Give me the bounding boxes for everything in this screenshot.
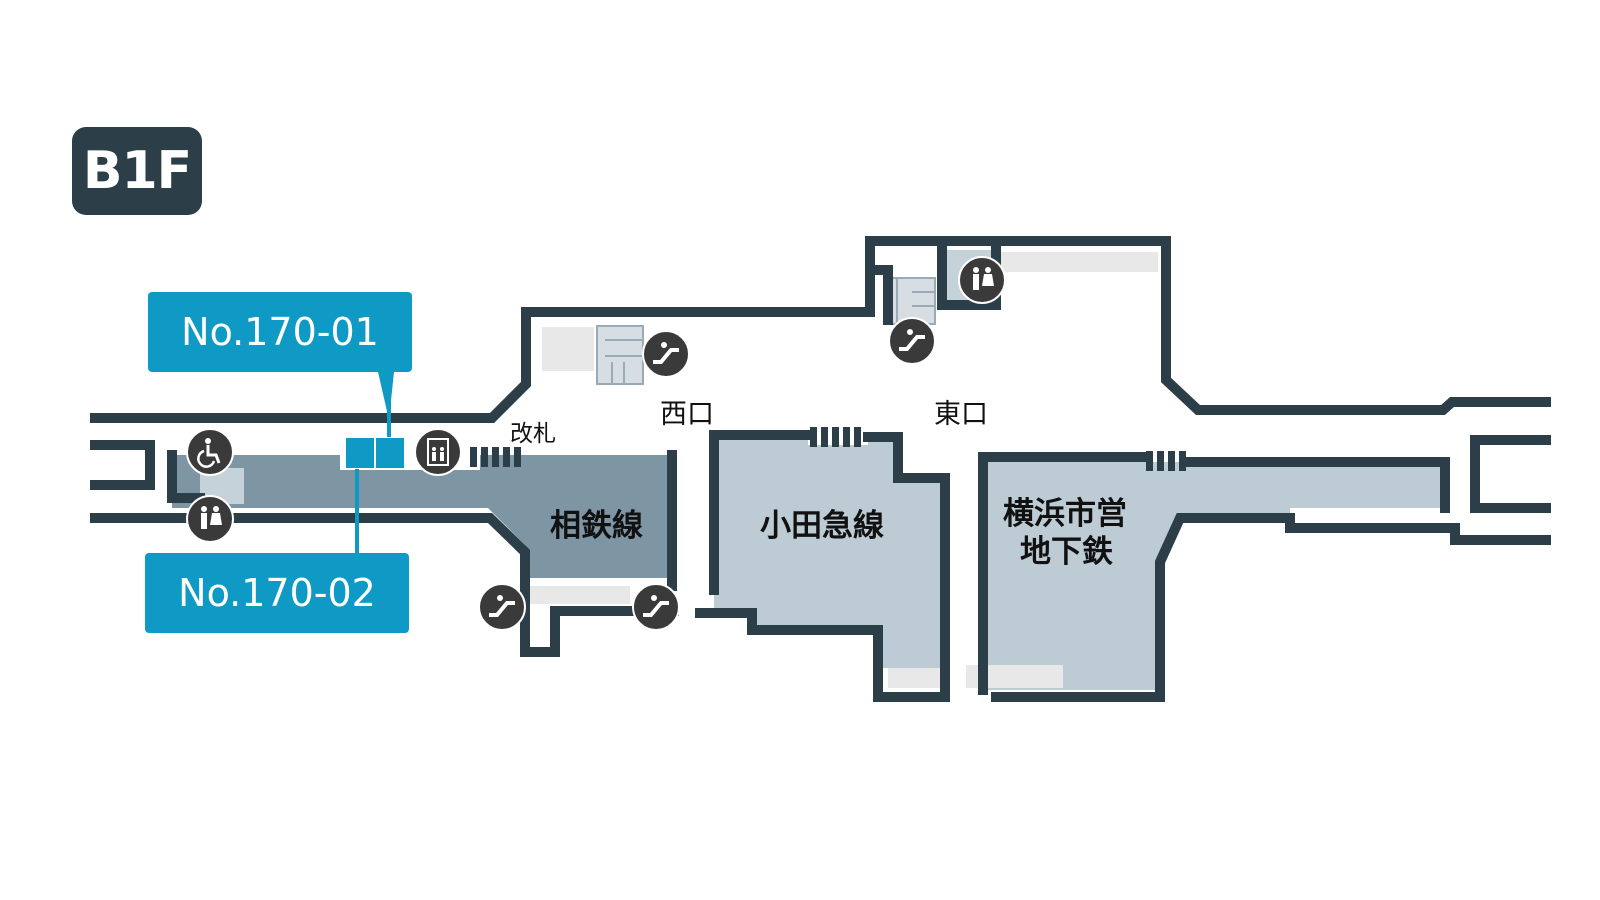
wall bbox=[978, 452, 1153, 695]
locker-170-02[interactable] bbox=[374, 436, 406, 470]
wall bbox=[167, 450, 205, 503]
locker-callout-170-01[interactable]: No.170-01 bbox=[148, 292, 412, 372]
odakyu-line-label: 小田急線 bbox=[760, 508, 884, 544]
stairs-marker bbox=[1146, 451, 1186, 471]
escalator-icon[interactable] bbox=[642, 330, 690, 378]
corridor-light bbox=[888, 668, 944, 688]
west-exit-label[interactable]: 西口 bbox=[660, 399, 714, 430]
sotetsu-line-label: 相鉄線 bbox=[550, 508, 643, 544]
wall bbox=[1450, 523, 1551, 545]
yokohama-subway-label-line1: 横浜市営 bbox=[1003, 496, 1127, 532]
wall bbox=[1179, 457, 1450, 513]
wheelchair-icon[interactable] bbox=[186, 428, 234, 476]
stairs-marker bbox=[470, 447, 521, 467]
stairs-block bbox=[884, 277, 936, 325]
wall bbox=[867, 265, 893, 325]
odakyu-area[interactable] bbox=[714, 435, 945, 668]
callout-pointer bbox=[378, 372, 394, 420]
yokohama-subway-label-line2: 地下鉄 bbox=[1020, 534, 1113, 570]
wall bbox=[1470, 435, 1551, 513]
ticket-gate-label: 改札 bbox=[510, 421, 556, 447]
corridor-light bbox=[520, 586, 630, 604]
east-exit-label[interactable]: 東口 bbox=[934, 399, 988, 430]
wall bbox=[863, 432, 950, 700]
wall bbox=[90, 440, 155, 490]
elevator-icon[interactable] bbox=[414, 428, 462, 476]
sotetsu-area[interactable] bbox=[172, 455, 672, 578]
corridor-light bbox=[966, 665, 1063, 688]
wall bbox=[90, 513, 679, 657]
wall bbox=[991, 513, 1460, 702]
escalator-icon[interactable] bbox=[478, 583, 526, 631]
yokohama-subway-area[interactable] bbox=[983, 457, 1445, 690]
wall bbox=[709, 430, 813, 595]
escalator-icon[interactable] bbox=[888, 317, 936, 365]
corridor-light bbox=[542, 327, 594, 371]
locker-170-01[interactable] bbox=[344, 436, 376, 470]
escalator-icon[interactable] bbox=[632, 583, 680, 631]
wall bbox=[695, 608, 950, 702]
restroom-icon[interactable] bbox=[958, 256, 1006, 304]
floor-badge: B1F bbox=[72, 127, 202, 215]
locker-callout-170-02[interactable]: No.170-02 bbox=[145, 553, 409, 633]
stairs-block bbox=[596, 325, 644, 385]
wall bbox=[90, 236, 1551, 423]
restroom-icon[interactable] bbox=[186, 495, 234, 543]
stairs-marker bbox=[810, 427, 861, 447]
corridor-light bbox=[998, 252, 1158, 272]
